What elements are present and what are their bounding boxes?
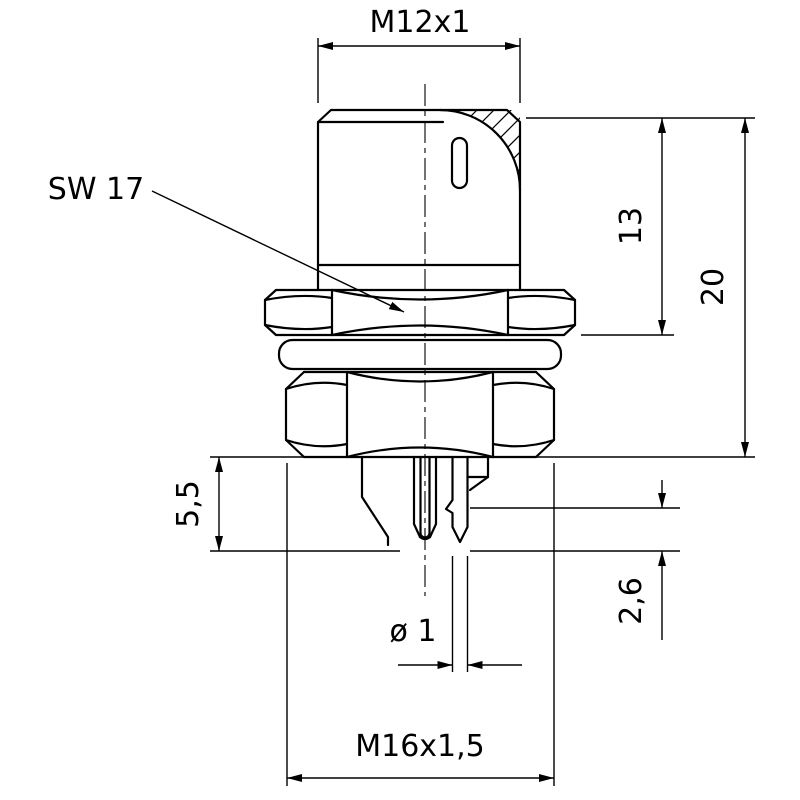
section-arc — [438, 108, 522, 192]
hex-nut-m16 — [284, 370, 556, 459]
dimension-m12x1: M12x1 — [317, 5, 521, 103]
leader-line — [151, 190, 405, 313]
right-wall — [468, 455, 490, 492]
keyway-slot — [450, 136, 469, 190]
dimension-label-2-6: 2,6 — [614, 577, 649, 625]
dimension-2-6: 2,6 — [470, 480, 680, 640]
section-hatching — [440, 110, 520, 190]
dimension-13: 13 — [526, 117, 755, 336]
dimension-label-m12x1: M12x1 — [370, 5, 471, 40]
dimension-label-5-5: 5,5 — [171, 480, 206, 528]
dimension-label-20: 20 — [696, 268, 731, 306]
washer — [277, 338, 563, 371]
dimension-label-13: 13 — [614, 207, 649, 245]
right-pin — [444, 455, 469, 544]
part-view — [263, 108, 577, 547]
dimension-label-m16x1-5: M16x1,5 — [355, 729, 485, 764]
label-sw17: SW 17 — [48, 172, 144, 207]
left-wall — [360, 455, 390, 547]
dimension-label-pin-diameter: ø 1 — [390, 614, 437, 649]
hex-nut-sw17 — [263, 288, 577, 337]
leader-sw17: SW 17 — [48, 172, 405, 313]
dimension-5-5: 5,5 — [171, 457, 400, 552]
dimension-pin-diameter: ø 1 — [390, 556, 522, 672]
body-outline — [316, 108, 522, 292]
dimension-m16x1-5: M16x1,5 — [286, 463, 555, 786]
dimension-20: 20 — [696, 118, 749, 457]
connector-body-top — [316, 108, 522, 292]
